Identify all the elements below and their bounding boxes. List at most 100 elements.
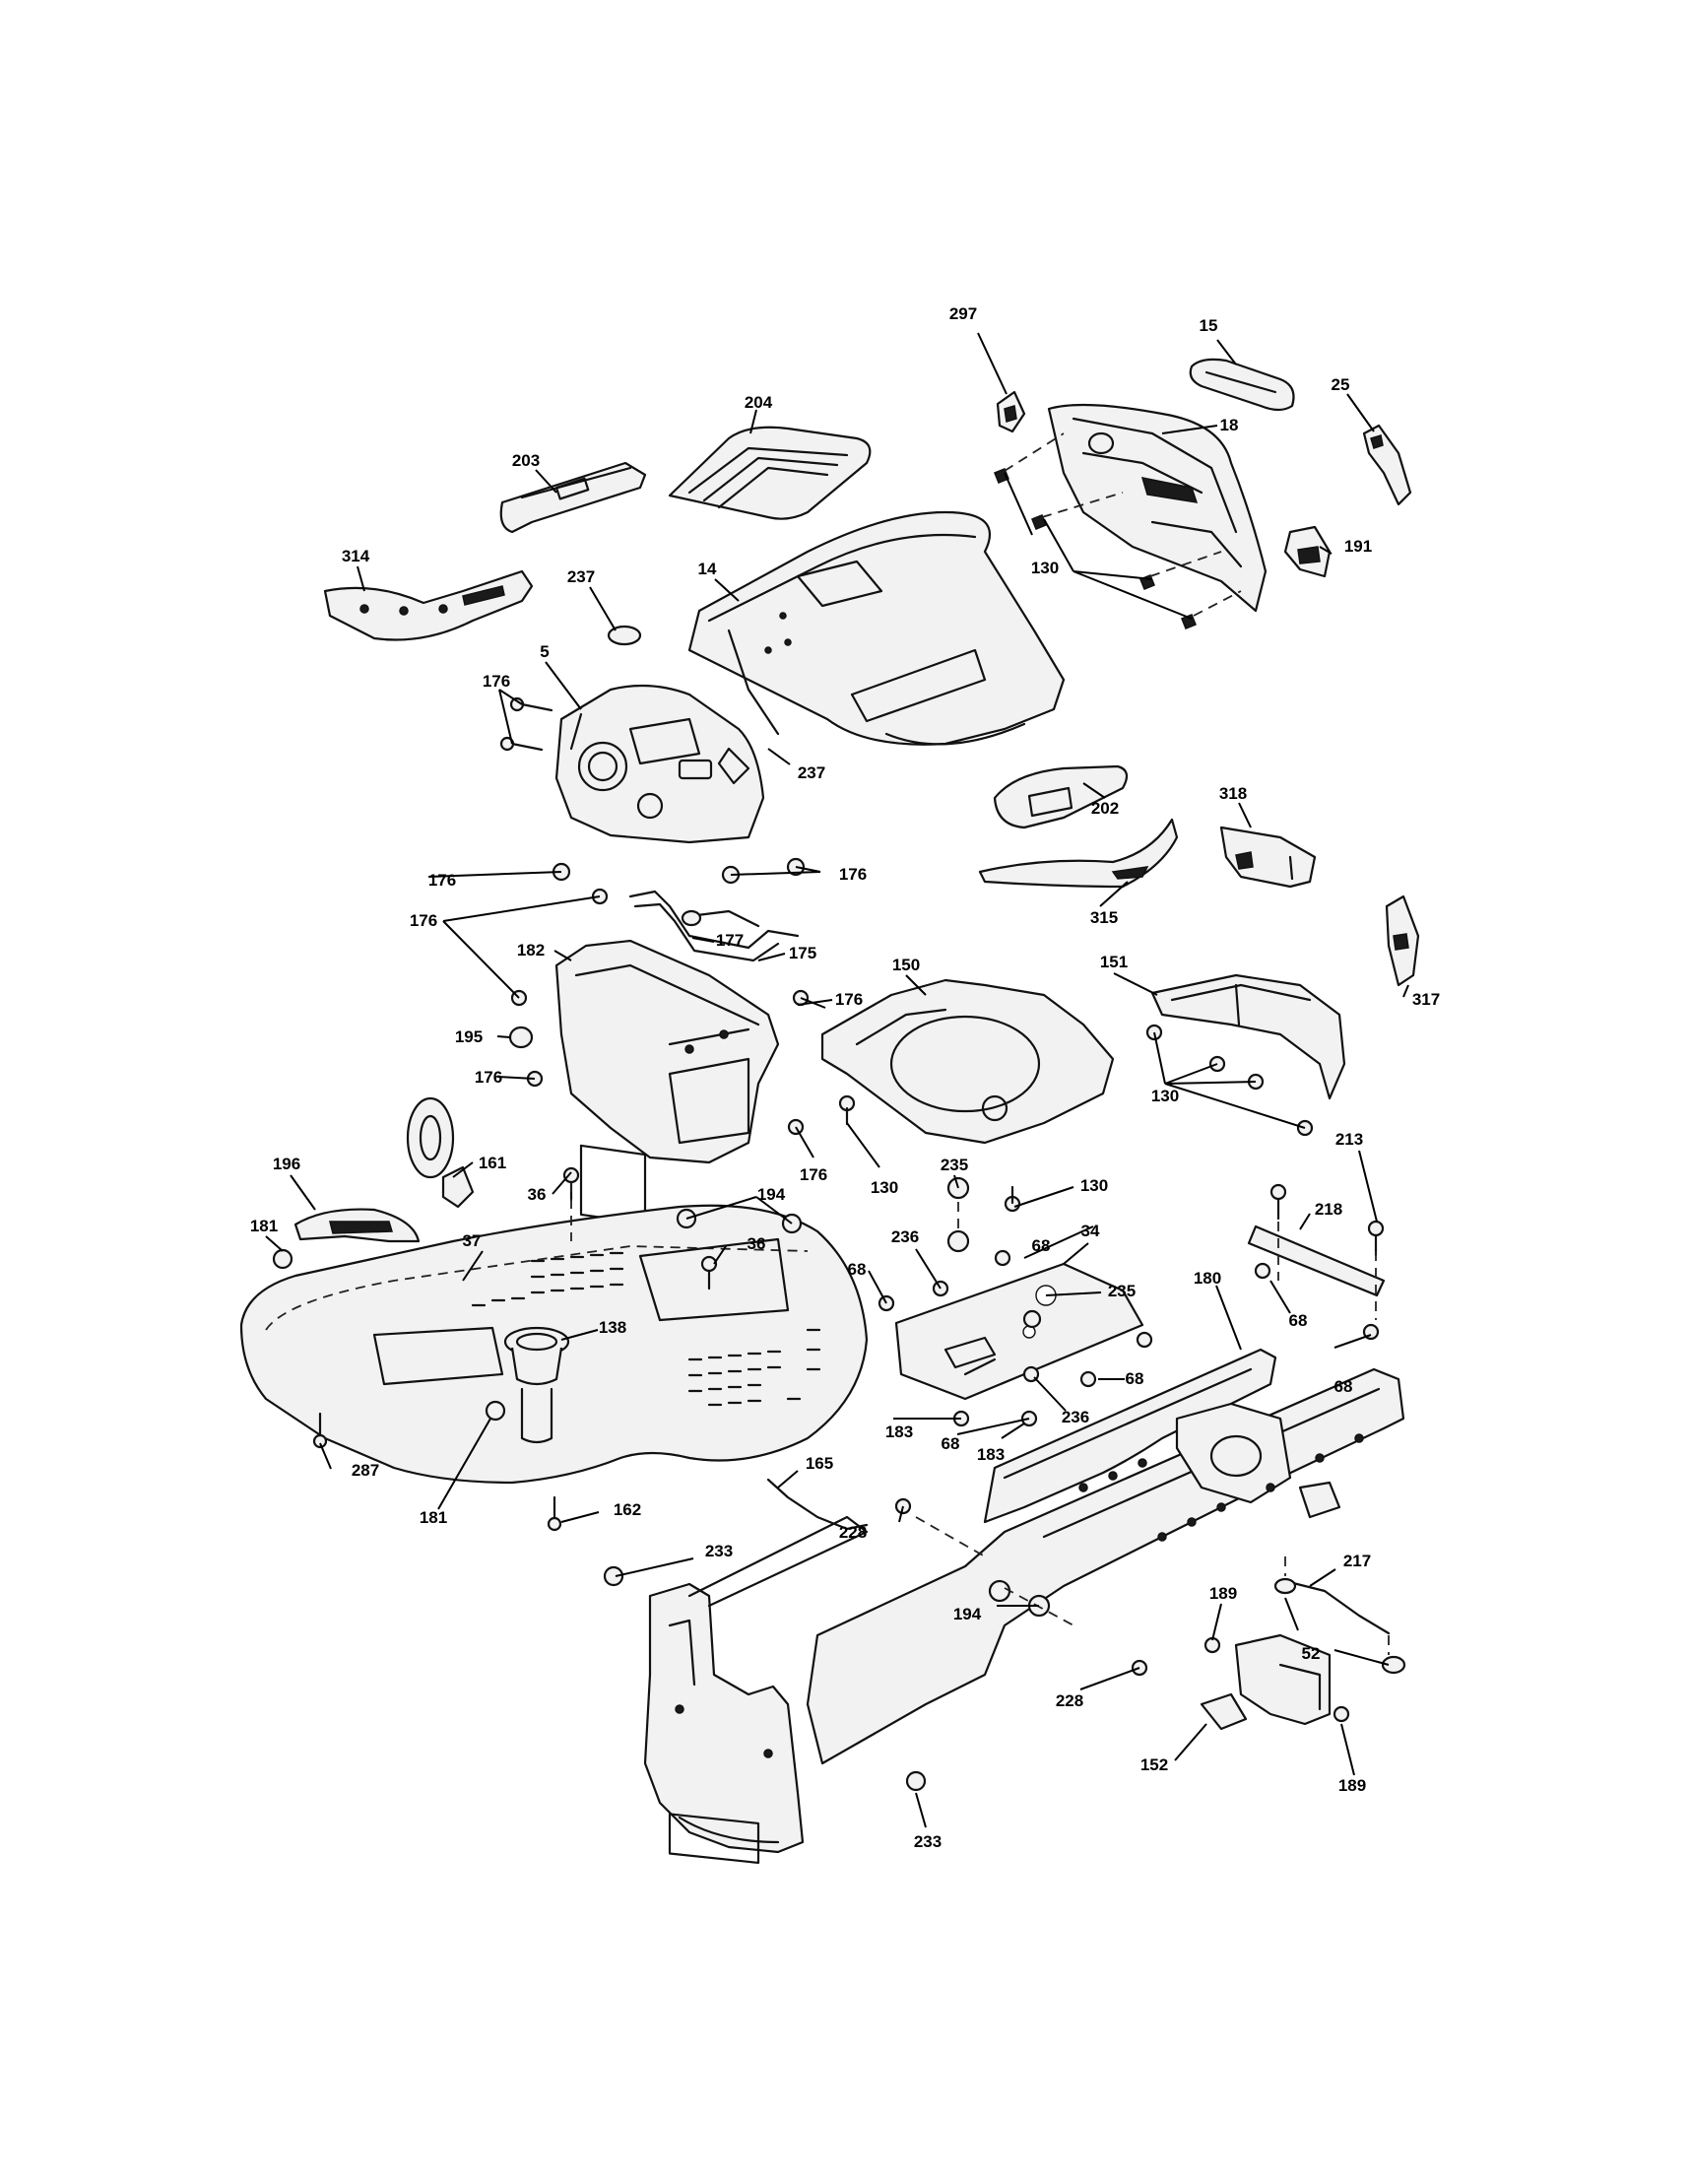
part-195-plug bbox=[508, 1026, 534, 1049]
callout-162: 162 bbox=[614, 1500, 641, 1519]
callout-181: 181 bbox=[420, 1508, 447, 1527]
callout-235: 235 bbox=[1108, 1282, 1136, 1300]
callout-68: 68 bbox=[848, 1260, 867, 1279]
part-138-boot bbox=[503, 1326, 570, 1444]
part-5-dash-panel bbox=[554, 684, 765, 844]
callout-37: 37 bbox=[463, 1231, 482, 1250]
callout-130: 130 bbox=[1031, 559, 1059, 577]
callout-233: 233 bbox=[914, 1832, 942, 1851]
callout-152: 152 bbox=[1140, 1755, 1168, 1774]
callout-14: 14 bbox=[698, 560, 717, 578]
callout-218: 218 bbox=[1315, 1200, 1342, 1219]
callout-176: 176 bbox=[410, 911, 437, 930]
part-52-washer-b bbox=[1381, 1655, 1406, 1675]
part-217-rod bbox=[1283, 1579, 1391, 1635]
callout-236: 236 bbox=[1062, 1408, 1089, 1426]
callout-68: 68 bbox=[942, 1434, 960, 1453]
callout-36: 36 bbox=[748, 1234, 766, 1253]
part-317-bracket bbox=[1385, 894, 1420, 987]
callout-315: 315 bbox=[1090, 908, 1118, 927]
part-25-bracket bbox=[1362, 424, 1412, 506]
callout-228: 228 bbox=[1056, 1691, 1083, 1710]
callout-181: 181 bbox=[250, 1217, 278, 1235]
callout-237: 237 bbox=[567, 567, 595, 586]
part-front-frame bbox=[643, 1515, 869, 1865]
part-218-bracket bbox=[1247, 1224, 1386, 1297]
callout-317: 317 bbox=[1412, 990, 1440, 1009]
callout-leader-lines bbox=[265, 332, 1409, 1828]
callout-25: 25 bbox=[1332, 375, 1350, 394]
callout-68: 68 bbox=[1289, 1311, 1308, 1330]
part-165-rod bbox=[766, 1478, 869, 1531]
callout-15: 15 bbox=[1200, 316, 1218, 335]
callout-233: 233 bbox=[705, 1542, 733, 1560]
callout-34: 34 bbox=[1081, 1222, 1100, 1240]
part-297-clip bbox=[996, 390, 1026, 433]
part-204-panel bbox=[668, 426, 872, 520]
callout-138: 138 bbox=[599, 1318, 626, 1337]
callout-161: 161 bbox=[479, 1154, 506, 1172]
callout-287: 287 bbox=[352, 1461, 379, 1480]
part-203-bracket bbox=[499, 461, 647, 534]
part-15-lens bbox=[1189, 358, 1295, 412]
fender-vent-pattern bbox=[471, 1251, 821, 1407]
callout-151: 151 bbox=[1100, 953, 1128, 971]
callout-194: 194 bbox=[757, 1185, 786, 1204]
part-14-hood bbox=[687, 510, 1066, 746]
callout-217: 217 bbox=[1343, 1552, 1371, 1570]
callout-228: 228 bbox=[839, 1523, 867, 1542]
part-177-clip bbox=[681, 909, 702, 927]
callout-165: 165 bbox=[806, 1454, 833, 1473]
callout-177: 177 bbox=[716, 931, 744, 950]
callout-68: 68 bbox=[1126, 1369, 1144, 1388]
part-182-console bbox=[554, 939, 780, 1225]
callout-130: 130 bbox=[871, 1178, 898, 1197]
callout-52: 52 bbox=[1302, 1644, 1321, 1663]
callout-194: 194 bbox=[953, 1605, 982, 1623]
part-150-panel bbox=[820, 978, 1115, 1145]
callout-36: 36 bbox=[528, 1185, 547, 1204]
callout-203: 203 bbox=[512, 451, 540, 470]
callout-297: 297 bbox=[949, 304, 977, 323]
callout-196: 196 bbox=[273, 1155, 300, 1173]
callout-195: 195 bbox=[455, 1027, 483, 1046]
callout-191: 191 bbox=[1344, 537, 1372, 556]
part-315-trim bbox=[978, 818, 1179, 889]
callout-189: 189 bbox=[1209, 1584, 1237, 1603]
part-196-bezel bbox=[293, 1208, 421, 1243]
callout-180: 180 bbox=[1194, 1269, 1221, 1288]
callout-130: 130 bbox=[1151, 1087, 1179, 1105]
callout-213: 213 bbox=[1335, 1130, 1363, 1149]
part-318-bracket bbox=[1219, 826, 1317, 889]
callout-175: 175 bbox=[789, 944, 816, 962]
callout-176: 176 bbox=[483, 672, 510, 691]
callout-68: 68 bbox=[1334, 1377, 1353, 1396]
callout-labels: 297 15 204 18 25 203 314 237 14 130 191 … bbox=[250, 304, 1440, 1851]
part-152-guard bbox=[1200, 1633, 1332, 1731]
callout-5: 5 bbox=[540, 642, 549, 661]
part-18-grille-housing bbox=[1047, 403, 1268, 613]
part-191-light bbox=[1283, 525, 1332, 578]
part-237-plug bbox=[607, 625, 642, 646]
callout-18: 18 bbox=[1220, 416, 1239, 434]
part-202-lens bbox=[993, 764, 1129, 829]
callout-314: 314 bbox=[342, 547, 370, 565]
callout-189: 189 bbox=[1338, 1776, 1366, 1795]
callout-182: 182 bbox=[517, 941, 545, 960]
callout-176: 176 bbox=[428, 871, 456, 890]
callout-68: 68 bbox=[1032, 1236, 1051, 1255]
callout-176: 176 bbox=[800, 1165, 827, 1184]
callout-183: 183 bbox=[885, 1423, 913, 1441]
callout-150: 150 bbox=[892, 956, 920, 974]
part-180-frame bbox=[806, 1348, 1405, 1765]
part-175-harness bbox=[628, 890, 800, 962]
callout-235: 235 bbox=[941, 1156, 968, 1174]
callout-202: 202 bbox=[1091, 799, 1119, 818]
callout-176: 176 bbox=[839, 865, 867, 884]
part-151-bracket bbox=[1150, 973, 1346, 1100]
part-161-component bbox=[406, 1096, 475, 1209]
callout-237: 237 bbox=[798, 763, 825, 782]
callout-176: 176 bbox=[475, 1068, 502, 1087]
callout-318: 318 bbox=[1219, 784, 1247, 803]
part-52-washer-a bbox=[1273, 1577, 1297, 1595]
